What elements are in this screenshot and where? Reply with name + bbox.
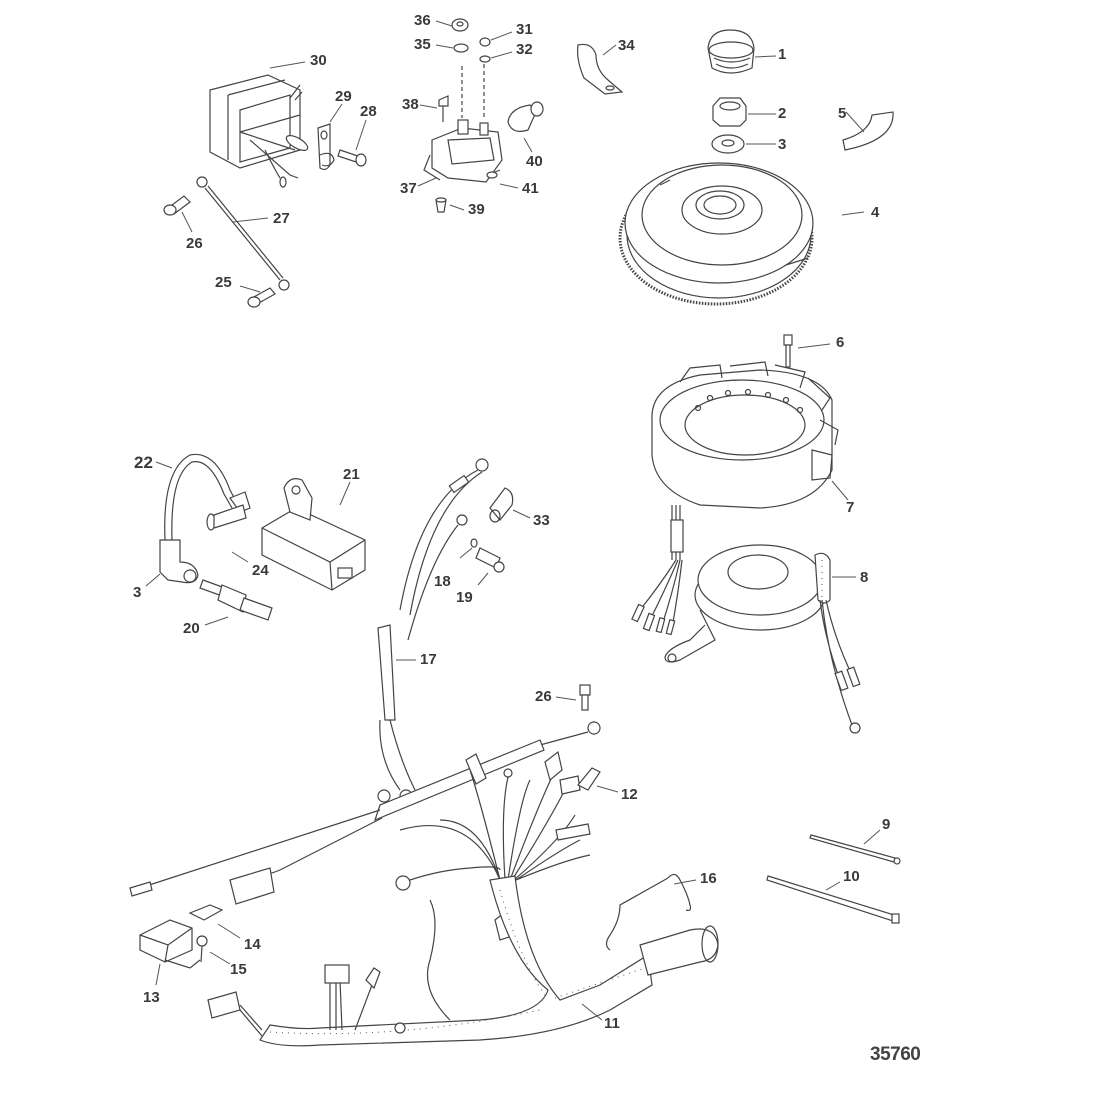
callout-16: 16 [700, 870, 717, 887]
spark-plug-part-20 [199, 579, 273, 621]
callout-25: 25 [215, 274, 232, 291]
callout-19: 19 [456, 589, 473, 606]
flywheel-nut-part-2 [712, 97, 747, 127]
stator-screw-part-6 [783, 334, 793, 368]
lockwasher-part-18 [470, 538, 478, 548]
callout-17: 17 [420, 651, 437, 668]
callout-40: 40 [526, 153, 543, 170]
ground-strap-part-27 [196, 176, 290, 291]
rectifier-clamp-part-29 [317, 123, 335, 171]
callout-4: 4 [871, 204, 880, 221]
flywheel-cap-part-1 [707, 29, 755, 74]
callout-31: 31 [516, 21, 533, 38]
flywheel-key-part-5 [842, 111, 894, 151]
callout-11: 11 [604, 1015, 620, 1032]
rectifier-part-30 [209, 74, 309, 188]
fuse-holder-part-13 [139, 919, 201, 969]
harness-ground-screw-part-26 [579, 684, 591, 711]
washer-part-3 [711, 134, 745, 154]
callout-18: 18 [434, 573, 451, 590]
callout-1: 1 [778, 46, 787, 63]
spark-plug-lead-part-22 [164, 453, 251, 541]
bolt-part-25-lower [247, 287, 276, 308]
callout-3: 3 [778, 136, 787, 153]
ground-lead-part-17 [377, 458, 489, 803]
harness-clip-part-16 [605, 873, 692, 951]
cable-tie-short-part-9 [809, 834, 901, 865]
callout-30: 30 [310, 52, 327, 69]
callout-8: 8 [860, 569, 869, 586]
stator-part-7 [651, 361, 839, 509]
callout-34: 34 [618, 37, 635, 54]
callout-15: 15 [230, 961, 247, 978]
callout-26b: 26 [535, 688, 552, 705]
terminal-boot-part-33 [489, 487, 514, 523]
callout-29: 29 [335, 88, 352, 105]
callout-6: 6 [836, 334, 845, 351]
figure-number: 35760 [870, 1044, 921, 1065]
bullet-connector-sleeve-part-12 [577, 767, 601, 791]
callout-41: 41 [522, 180, 539, 197]
fuse-part-14 [188, 904, 224, 921]
callout-10: 10 [843, 868, 860, 885]
callout-35: 35 [414, 36, 431, 53]
callout-26: 26 [186, 235, 203, 252]
stator-leads [631, 505, 684, 636]
callout-21: 21 [343, 466, 360, 483]
callout-14: 14 [244, 936, 261, 953]
callout-33: 33 [533, 512, 550, 529]
callout-22: 22 [134, 453, 153, 472]
callout-37: 37 [400, 180, 417, 197]
coil-screw-part-24 [206, 504, 247, 531]
callout-24: 24 [252, 562, 269, 579]
flywheel-part-4 [618, 162, 814, 306]
callout-2: 2 [778, 105, 787, 122]
solenoid-hardware [438, 18, 491, 122]
trigger-part-8 [664, 544, 861, 734]
cable-tie-long-part-10 [766, 875, 900, 924]
callout-12: 12 [621, 786, 638, 803]
wiring-harness-part-11 [129, 721, 719, 1047]
callout-7: 7 [846, 499, 855, 516]
callout-13: 13 [143, 989, 160, 1006]
callout-20: 20 [183, 620, 200, 637]
ground-screw-part-19 [475, 547, 505, 573]
callout-5: 5 [838, 105, 847, 122]
callout-36: 36 [414, 12, 431, 29]
callout-3b: 3 [133, 584, 142, 601]
callout-9: 9 [882, 816, 891, 833]
callout-38: 38 [402, 96, 419, 113]
bolt-part-26-upper [163, 195, 191, 216]
callout-28: 28 [360, 103, 377, 120]
ignition-coil-part-21 [261, 478, 366, 591]
fuse-holder-screw-part-15 [196, 935, 208, 963]
solenoid-boot-part-40 [507, 101, 544, 132]
callout-39: 39 [468, 201, 485, 218]
rectifier-screw-part-28 [337, 149, 367, 167]
starter-solenoid-part-37 [423, 119, 503, 183]
cable-clamp-part-34 [577, 43, 624, 95]
callout-27: 27 [273, 210, 290, 227]
grommet-part-39 [435, 197, 447, 213]
callout-32: 32 [516, 41, 533, 58]
spark-plug-boot-part-3 [159, 539, 199, 584]
